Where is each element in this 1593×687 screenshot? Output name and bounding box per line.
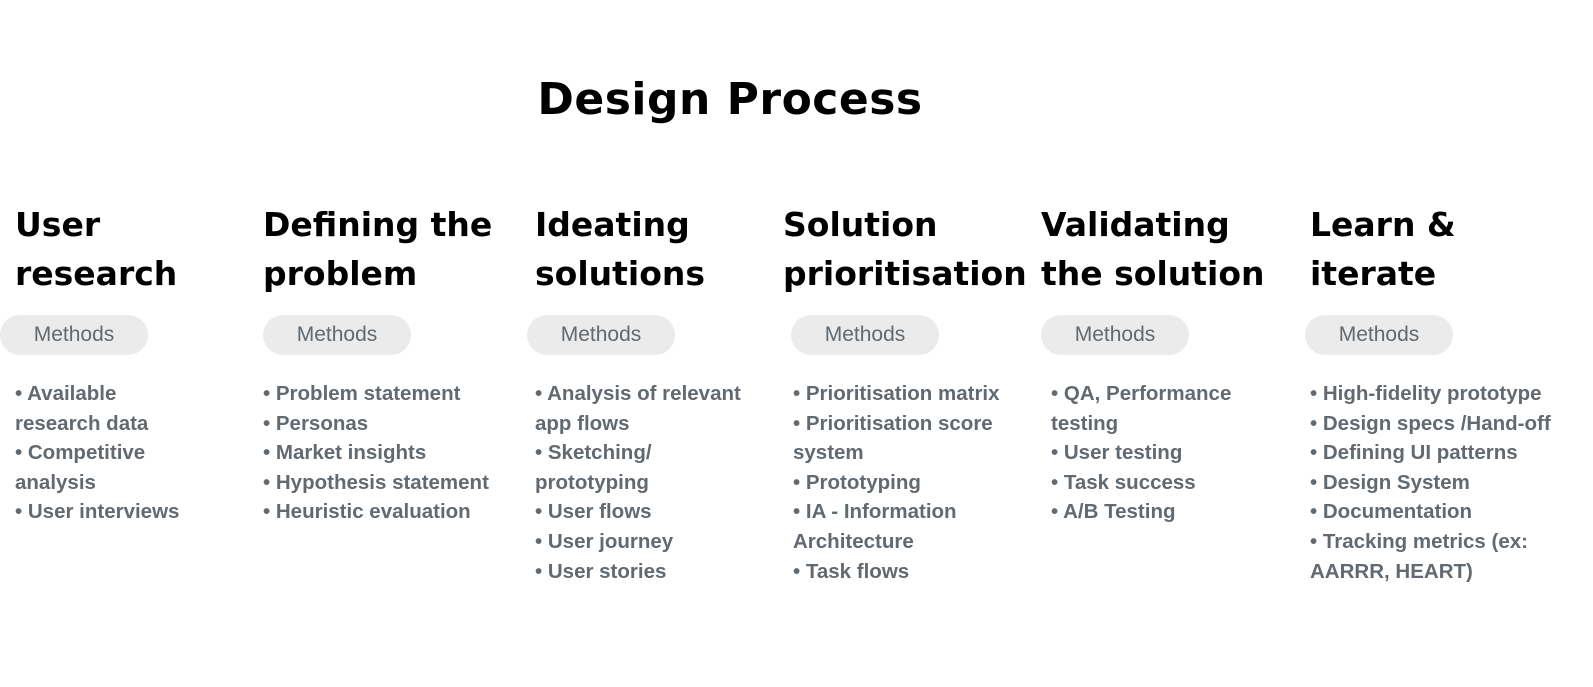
method-item: Personas bbox=[263, 409, 493, 439]
method-item: Competitive analysis bbox=[15, 438, 205, 497]
stage-title: Defining the problem bbox=[263, 200, 492, 298]
stage-title-line: the solution bbox=[1041, 254, 1265, 293]
methods-list: QA, Performance testing User testing Tas… bbox=[1051, 379, 1256, 527]
stage-title-line: Solution bbox=[783, 205, 938, 244]
method-item: Design System bbox=[1310, 468, 1575, 498]
method-item: Design specs /Hand-off bbox=[1310, 409, 1575, 439]
stage-solution-prioritisation: Solution prioritisation Methods Prioriti… bbox=[783, 200, 1027, 583]
method-item: Sketching/ prototyping bbox=[535, 438, 760, 497]
method-item: Prototyping bbox=[793, 468, 1013, 498]
methods-button[interactable]: Methods bbox=[791, 315, 939, 355]
stage-title-line: problem bbox=[263, 254, 418, 293]
stage-title: User research bbox=[15, 200, 177, 298]
method-item: User journey bbox=[535, 527, 760, 557]
stage-title-line: solutions bbox=[535, 254, 706, 293]
stage-title-line: User bbox=[15, 205, 101, 244]
method-item: Defining UI patterns bbox=[1310, 438, 1575, 468]
stage-title-line: Ideating bbox=[535, 205, 690, 244]
methods-button[interactable]: Methods bbox=[1305, 315, 1453, 355]
stage-ideating-solutions: Ideating solutions Methods Analysis of r… bbox=[527, 200, 741, 583]
stage-learn-and-iterate: Learn & iterate Methods High-fidelity pr… bbox=[1305, 200, 1551, 583]
page-title: Design Process bbox=[537, 74, 923, 125]
stage-defining-the-problem: Defining the problem Methods Problem sta… bbox=[263, 200, 492, 523]
method-item: Task success bbox=[1051, 468, 1256, 498]
stage-title: Solution prioritisation bbox=[783, 200, 1027, 298]
methods-button[interactable]: Methods bbox=[527, 315, 675, 355]
methods-list: High-fidelity prototype Design specs /Ha… bbox=[1310, 379, 1575, 586]
method-item: Documentation bbox=[1310, 497, 1575, 527]
methods-list: Available research data Competitive anal… bbox=[15, 379, 205, 527]
stage-title: Validating the solution bbox=[1041, 200, 1265, 298]
stage-title-line: prioritisation bbox=[783, 254, 1027, 293]
method-item: User stories bbox=[535, 557, 760, 587]
method-item: Tracking metrics (ex: AARRR, HEART) bbox=[1310, 527, 1575, 586]
method-item: IA - Information Architecture bbox=[793, 497, 1013, 556]
stage-validating-the-solution: Validating the solution Methods QA, Perf… bbox=[1041, 200, 1265, 523]
method-item: Analysis of relevant app flows bbox=[535, 379, 760, 438]
method-item: Hypothesis statement bbox=[263, 468, 493, 498]
method-item: User interviews bbox=[15, 497, 205, 527]
method-item: Market insights bbox=[263, 438, 493, 468]
stage-title-line: Defining the bbox=[263, 205, 493, 244]
stage-title: Learn & iterate bbox=[1310, 200, 1456, 298]
stage-title-line: Validating bbox=[1041, 205, 1230, 244]
method-item: User testing bbox=[1051, 438, 1256, 468]
methods-button[interactable]: Methods bbox=[0, 315, 148, 355]
method-item: Prioritisation matrix bbox=[793, 379, 1013, 409]
method-item: Prioritisation score system bbox=[793, 409, 1013, 468]
methods-list: Prioritisation matrix Prioritisation sco… bbox=[793, 379, 1013, 586]
method-item: Problem statement bbox=[263, 379, 493, 409]
stage-title-line: Learn & bbox=[1310, 205, 1456, 244]
method-item: Available research data bbox=[15, 379, 205, 438]
stage-user-research: User research Methods Available research… bbox=[0, 200, 179, 523]
stage-title-line: research bbox=[15, 254, 178, 293]
method-item: Heuristic evaluation bbox=[263, 497, 493, 527]
method-item: User flows bbox=[535, 497, 760, 527]
method-item: Task flows bbox=[793, 557, 1013, 587]
methods-button[interactable]: Methods bbox=[263, 315, 411, 355]
methods-list: Analysis of relevant app flows Sketching… bbox=[535, 379, 760, 586]
stage-title: Ideating solutions bbox=[535, 200, 705, 298]
method-item: A/B Testing bbox=[1051, 497, 1256, 527]
stage-title-line: iterate bbox=[1310, 254, 1437, 293]
methods-button[interactable]: Methods bbox=[1041, 315, 1189, 355]
method-item: High-fidelity prototype bbox=[1310, 379, 1575, 409]
method-item: QA, Performance testing bbox=[1051, 379, 1256, 438]
methods-list: Problem statement Personas Market insigh… bbox=[263, 379, 493, 527]
